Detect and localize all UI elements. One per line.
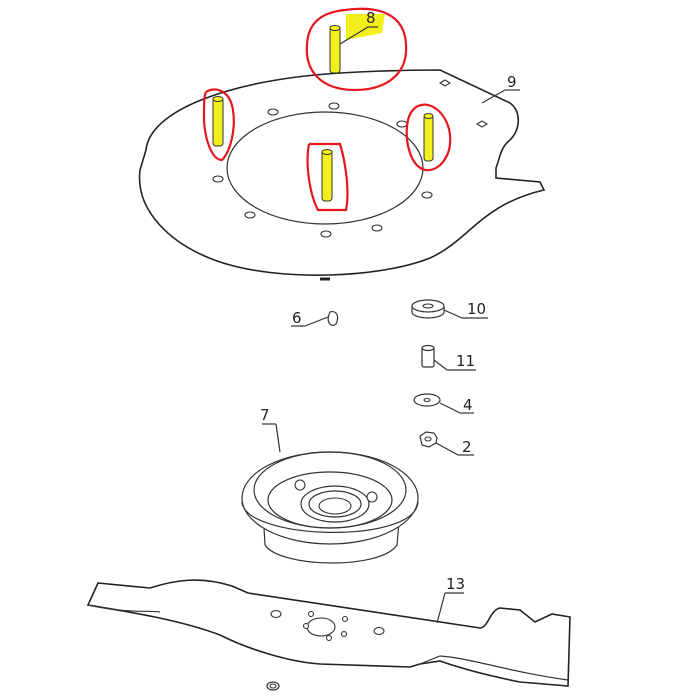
callout-label-8: 8 xyxy=(366,9,376,27)
washer-part-4 xyxy=(413,393,474,414)
callout-label-4: 4 xyxy=(463,396,473,414)
nut-part-2 xyxy=(419,431,474,456)
callout-label-2: 2 xyxy=(462,438,472,456)
callout-label-10: 10 xyxy=(467,300,486,318)
callout-label-9: 9 xyxy=(507,73,517,91)
deck-plate-part-9 xyxy=(138,69,546,281)
key-part-6 xyxy=(291,311,339,327)
pin-part-8-top xyxy=(305,7,408,92)
bushing-part-11 xyxy=(421,344,476,371)
blade-part-13 xyxy=(86,579,571,687)
pin-part-8-center xyxy=(306,142,349,212)
pin-part-8-right xyxy=(405,103,452,172)
pin-part-8-left xyxy=(202,88,235,162)
hub-part-7 xyxy=(241,423,419,564)
bolt-head-fragment xyxy=(266,681,280,691)
callout-label-13: 13 xyxy=(446,575,465,593)
callout-label-6: 6 xyxy=(292,309,302,327)
spacer-part-10 xyxy=(411,299,488,319)
callout-label-7: 7 xyxy=(260,406,270,424)
callout-label-11: 11 xyxy=(456,352,475,370)
